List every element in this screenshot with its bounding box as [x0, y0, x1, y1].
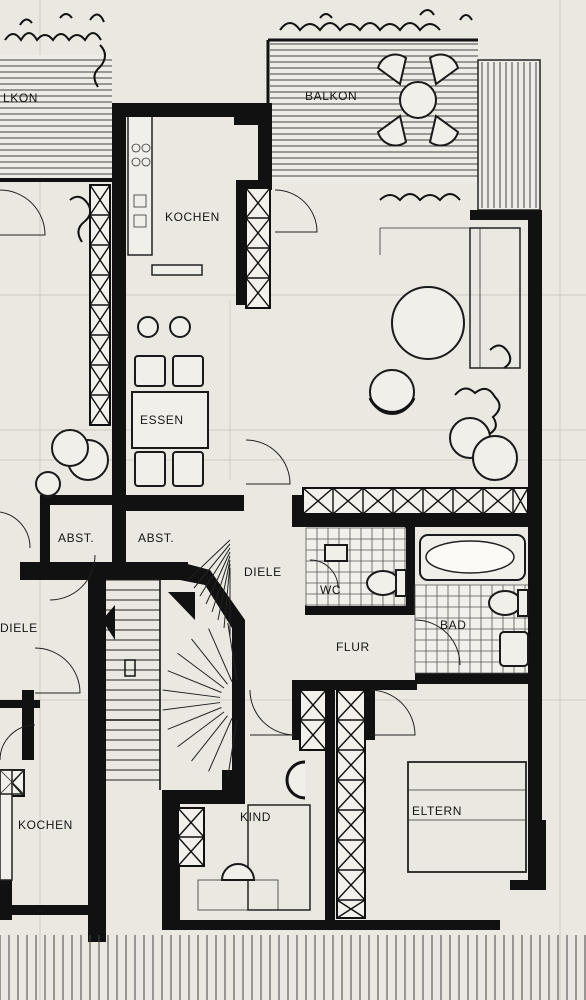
- balcony-left: [0, 55, 112, 182]
- walls: [0, 103, 546, 942]
- bottom-balcony-hatching: [0, 935, 586, 1000]
- label-eltern: ELTERN: [412, 804, 462, 818]
- label-kind: KIND: [240, 810, 271, 824]
- staircase: [106, 539, 238, 790]
- balcony-table-set: [376, 53, 460, 147]
- door-swings: [0, 189, 461, 761]
- label-abst-right: ABST.: [138, 531, 174, 545]
- label-abst-left: ABST.: [58, 531, 94, 545]
- window-partitions: [0, 184, 529, 919]
- eltern-room-furniture: [407, 761, 527, 873]
- label-diele-center: DIELE: [244, 565, 282, 579]
- label-balkon-left: LKON: [3, 91, 38, 105]
- label-diele-left: DIELE: [0, 621, 38, 635]
- kind-room-furniture: [197, 760, 311, 911]
- left-unit-chairs: [35, 429, 109, 497]
- label-essen: ESSEN: [140, 413, 184, 427]
- dining-area: [131, 316, 209, 487]
- label-balkon-right: BALKON: [305, 89, 357, 103]
- living-area: [368, 227, 521, 481]
- label-bad: BAD: [440, 618, 466, 632]
- label-kochen-bottom: KOCHEN: [18, 818, 73, 832]
- kitchen-bottom: [0, 769, 25, 881]
- plant-decorations: [4, 9, 512, 436]
- balcony-right: [266, 38, 541, 211]
- kitchen-top: [127, 114, 203, 276]
- stair-arrows: [102, 592, 195, 677]
- label-flur: FLUR: [336, 640, 370, 654]
- label-kochen-top: KOCHEN: [165, 210, 220, 224]
- bathroom: [305, 527, 529, 674]
- label-wc: WC: [320, 583, 341, 597]
- room-labels: LKON BALKON KOCHEN ESSEN ABST. ABST. DIE…: [0, 89, 466, 832]
